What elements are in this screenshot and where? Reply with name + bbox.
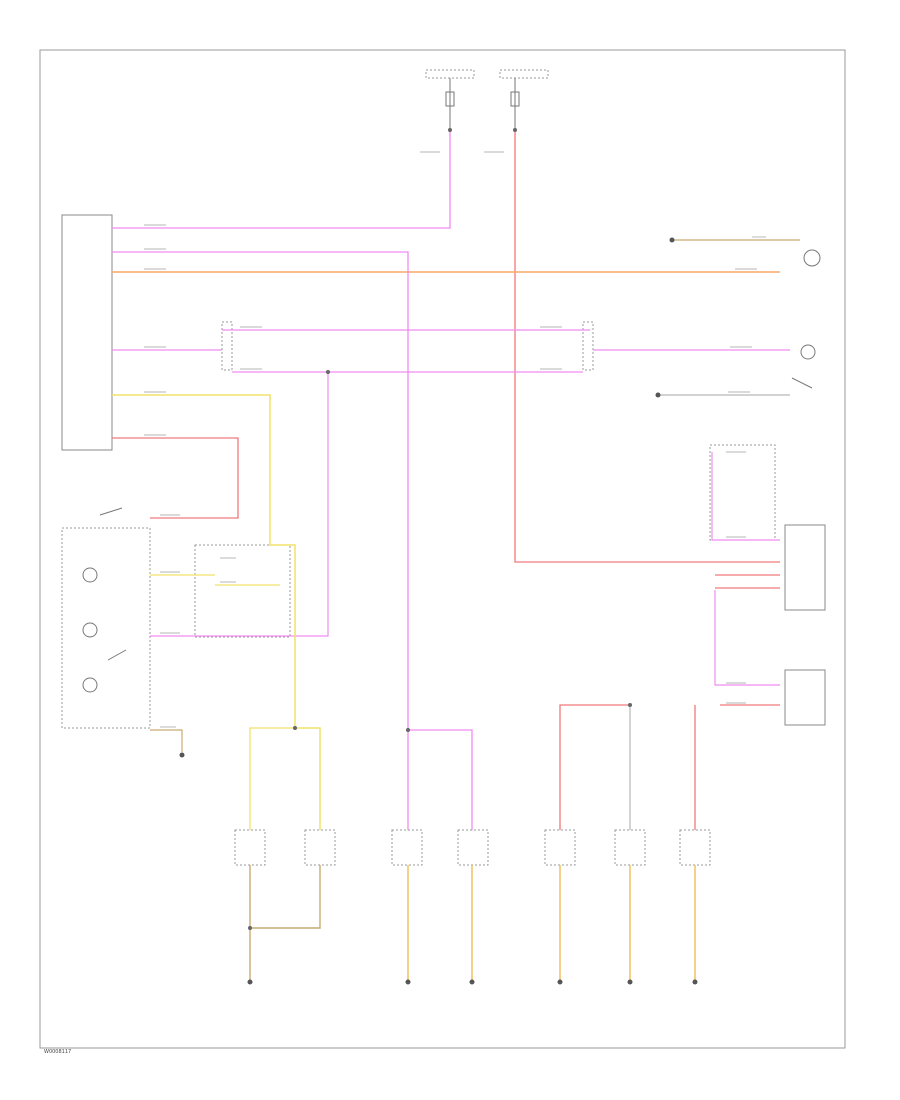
ground-icon (469, 979, 475, 985)
splice-dot (406, 728, 410, 732)
ground-icon (405, 979, 411, 985)
splice-dot (248, 926, 252, 930)
wire-pink-top (112, 130, 451, 229)
wire-tan-return-2 (250, 865, 321, 929)
splice-dot (628, 703, 632, 707)
connector-left (221, 321, 233, 371)
connector-right (582, 321, 594, 371)
right-module-lower (784, 669, 826, 726)
mid-switch-block (194, 544, 291, 638)
wire-pink-right-lower (714, 590, 780, 686)
ground-icon (179, 752, 185, 758)
lamp-group-bottom (234, 829, 711, 866)
right-module-upper (709, 444, 776, 541)
right-module-box (784, 524, 826, 611)
splice-dot (326, 370, 330, 374)
lower-left-module (61, 527, 151, 729)
diagram-id: W0008117 (44, 1049, 71, 1055)
wire-pink-to-block (150, 372, 329, 637)
lamp-icon (82, 677, 98, 693)
wire-red-lamp-5 (559, 704, 630, 830)
splice-points (248, 128, 632, 930)
ground-icon (557, 979, 563, 985)
fuse-box-top (425, 69, 549, 130)
splice-dot (293, 726, 297, 730)
switch-icon (107, 649, 127, 661)
ground-icon (627, 979, 633, 985)
wire-pink-vertical (112, 251, 473, 830)
ground-points (179, 237, 698, 985)
illegible-label-marks (144, 151, 766, 728)
wire-yellow (112, 394, 321, 830)
lamp-icon (82, 567, 98, 583)
bulb-icon (800, 344, 816, 360)
wire-yellow-left (249, 727, 295, 830)
diagram-frame (39, 49, 846, 1049)
wire-pink-right-module (711, 452, 780, 541)
ground-icon (692, 979, 698, 985)
lamp-icon (82, 622, 98, 638)
ground-icon (655, 392, 661, 398)
splice-dot (448, 128, 452, 132)
splice-dot (513, 128, 517, 132)
buzzer-icon (803, 249, 821, 267)
switch-icon (791, 377, 813, 389)
wire-tan-ground (150, 729, 183, 752)
wire-red-main (514, 130, 780, 563)
switch-icon (99, 507, 123, 516)
ground-icon (669, 237, 675, 243)
left-control-module (61, 214, 113, 451)
ground-icon (247, 979, 253, 985)
wire-red-left (112, 437, 239, 519)
